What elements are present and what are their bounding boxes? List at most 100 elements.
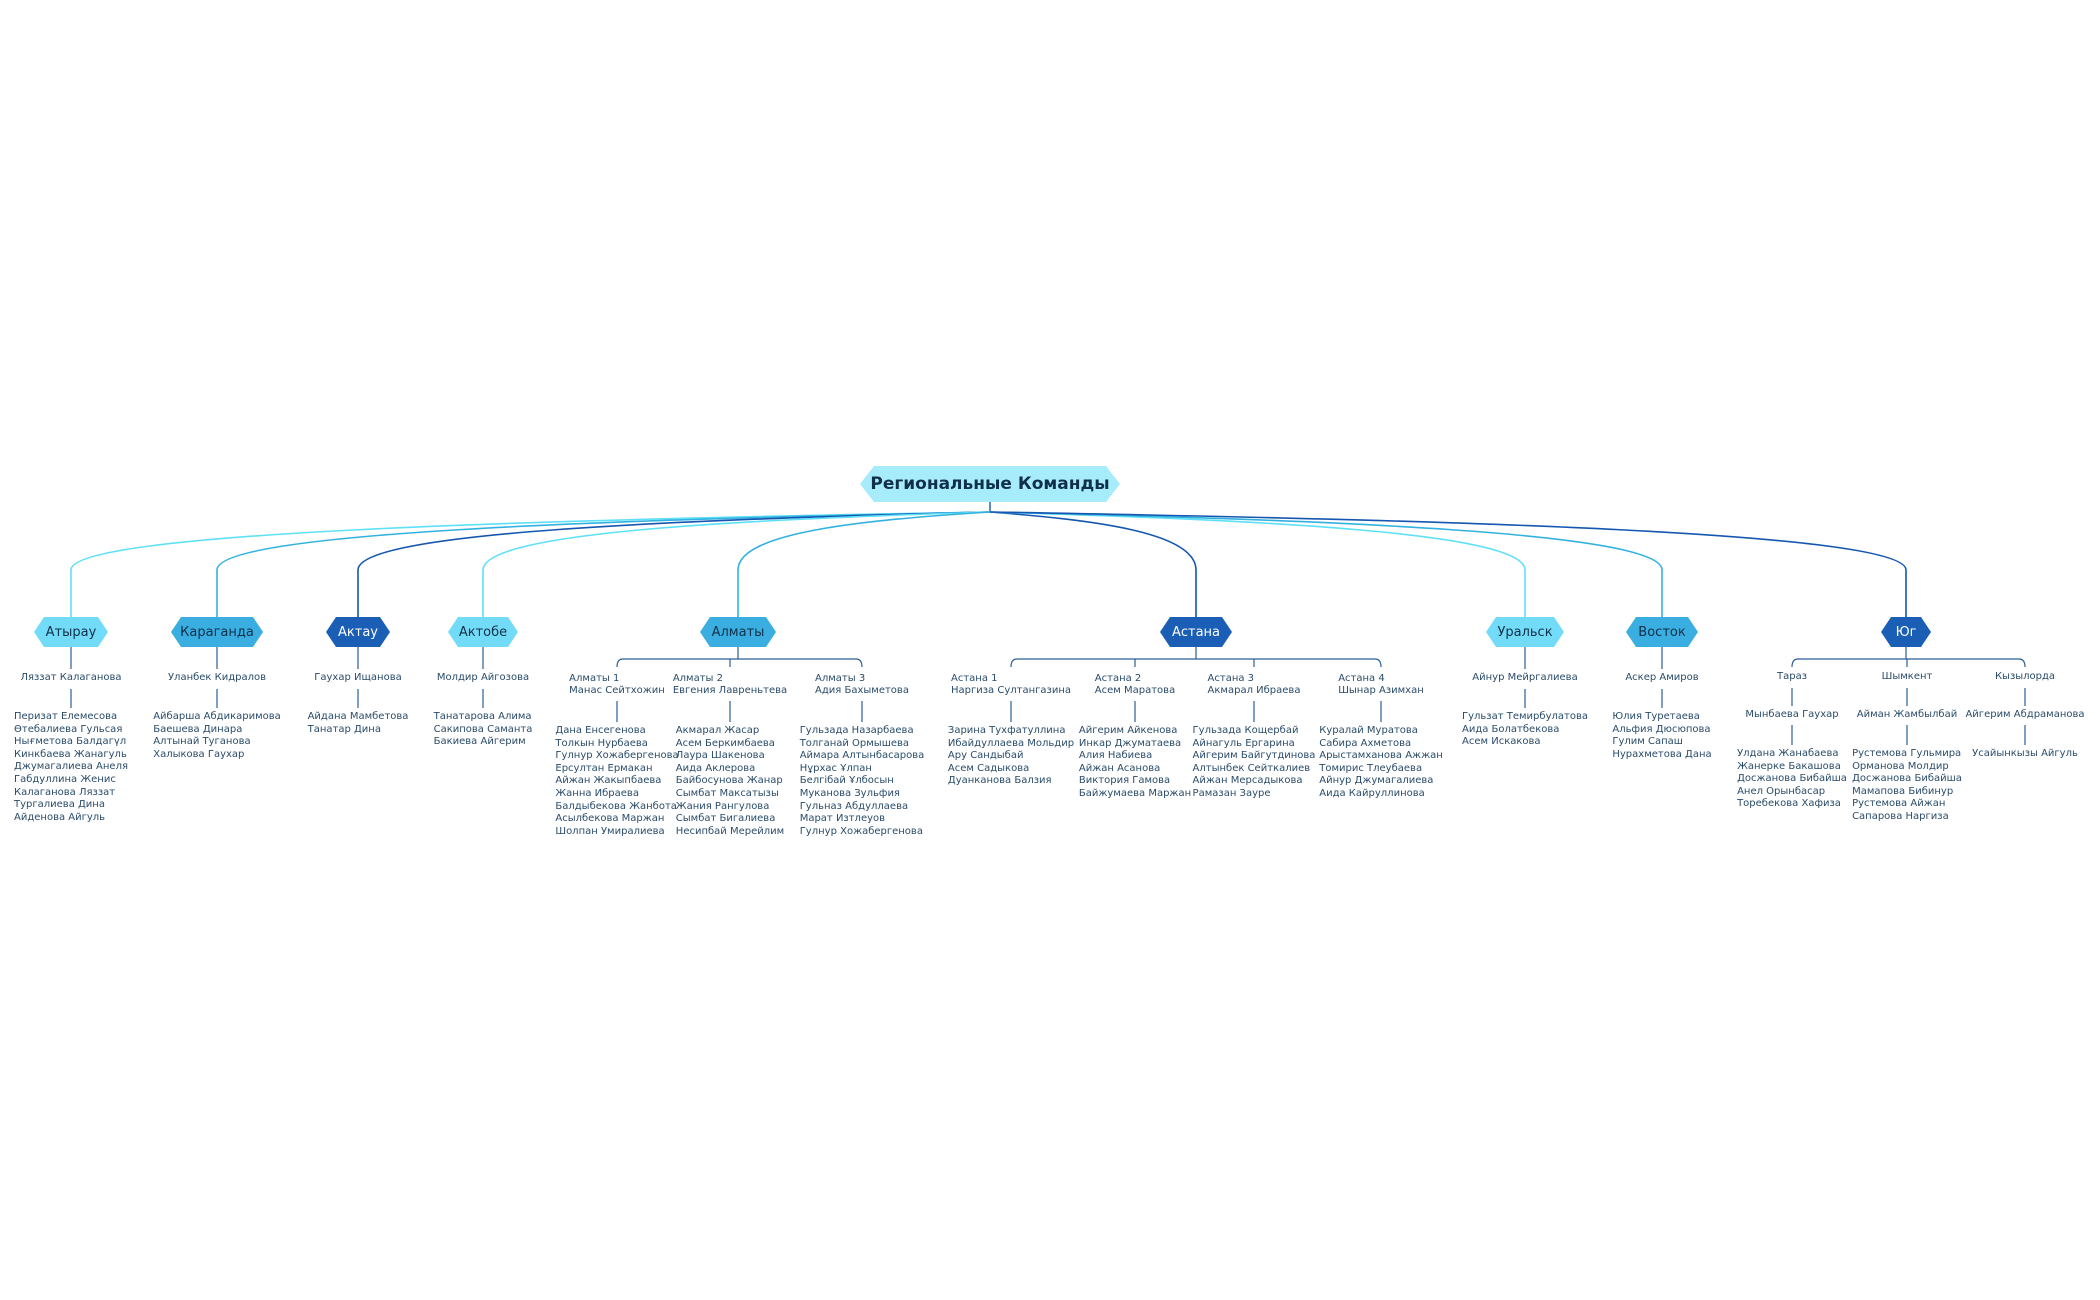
branch-connector bbox=[989, 511, 1907, 617]
member-name: Ибайдуллаева Мольдир bbox=[947, 737, 1075, 749]
branch-node[interactable]: Уральск bbox=[1486, 617, 1564, 647]
member-name: Марат Изтлеуов bbox=[799, 813, 886, 825]
subteam-lead-label: Евгения Лавреньтева bbox=[672, 685, 788, 696]
member-name: Айжан Жакыпбаева bbox=[555, 775, 662, 787]
member-name: Ару Сандыбай bbox=[947, 750, 1024, 762]
branch-node[interactable]: Караганда bbox=[171, 617, 263, 647]
member-name: Досжанова Бибайша bbox=[1737, 773, 1847, 785]
member-name: Акмарал Жасар bbox=[675, 725, 760, 736]
member-name: Сакипова Саманта bbox=[433, 723, 533, 735]
branch-node[interactable]: Актау bbox=[326, 617, 390, 647]
branch-connector bbox=[989, 511, 1197, 617]
member-name: Алтынбек Сейткалиев bbox=[1192, 762, 1311, 774]
member-name: Халыкова Гаухар bbox=[153, 748, 245, 760]
subteam-title: Астана 1 bbox=[950, 673, 998, 684]
branch-connector bbox=[357, 511, 991, 617]
member-name: Гульзада Кощербай bbox=[1192, 725, 1299, 736]
member-name: Айбарша Абдикаримова bbox=[153, 711, 281, 722]
member-name: Мамапова Бибинур bbox=[1852, 785, 1954, 797]
member-name: Танатарова Алима bbox=[433, 711, 532, 722]
member-name: Жанна Ибраева bbox=[555, 787, 639, 799]
member-name: Рустемова Гульмира bbox=[1852, 748, 1962, 759]
member-name: Альфия Дюсюпова bbox=[1612, 723, 1711, 735]
member-name: Несипбай Мерейлим bbox=[675, 825, 785, 837]
team-lead-label: Гаухар Ищанова bbox=[314, 672, 402, 683]
branch-connector bbox=[989, 511, 1663, 617]
subteam-title: Астана 3 bbox=[1207, 673, 1255, 684]
branch-connector bbox=[70, 511, 991, 617]
branch-node[interactable]: Алматы bbox=[700, 617, 776, 647]
member-name: Айнагуль Ергарина bbox=[1192, 737, 1295, 749]
branch-node[interactable]: Актобе bbox=[448, 617, 518, 647]
branch-node[interactable]: Юг bbox=[1881, 617, 1931, 647]
member-name: Жания Рангулова bbox=[675, 800, 770, 812]
subteam-lead-label: Мынбаева Гаухар bbox=[1745, 709, 1839, 720]
member-name: Зарина Тухфатуллина bbox=[947, 725, 1066, 736]
member-name: Айнур Джумагалиева bbox=[1319, 775, 1434, 787]
branch-node[interactable]: Атырау bbox=[34, 617, 108, 647]
member-name: Улдана Жанабаева bbox=[1737, 748, 1839, 759]
member-name: Өтебалиева Гульсая bbox=[14, 723, 123, 735]
subteam-lead-label: Адия Бахыметова bbox=[815, 685, 909, 696]
member-name: Рустемова Айжан bbox=[1852, 798, 1946, 810]
member-name: Сымбат Бигалиева bbox=[675, 813, 776, 825]
subteam-lead-label: Наргиза Султангазина bbox=[950, 685, 1072, 696]
member-name: Балдыбекова Жанбота bbox=[555, 800, 677, 812]
member-name: Жанерке Бакашова bbox=[1737, 760, 1841, 772]
member-name: Куралай Муратова bbox=[1319, 725, 1418, 736]
member-name: Нұрхас Ұлпан bbox=[799, 762, 872, 774]
subteam-title: Астана 2 bbox=[1094, 673, 1142, 684]
member-name: Аида Аклерова bbox=[675, 762, 756, 774]
member-name: Алия Набиева bbox=[1078, 750, 1153, 762]
member-name: Орманова Молдир bbox=[1852, 760, 1949, 772]
member-name: Юлия Туретаева bbox=[1612, 711, 1700, 722]
member-name: Гульзат Темирбулатова bbox=[1462, 711, 1588, 722]
subteam-title: Алматы 3 bbox=[815, 673, 866, 684]
subteam-lead-label: Асем Маратова bbox=[1094, 685, 1176, 696]
team-lead-label: Аскер Амиров bbox=[1625, 672, 1699, 683]
member-name: Аида Кайруллинова bbox=[1319, 787, 1425, 799]
root-topic-node[interactable]: Региональные Команды bbox=[860, 466, 1120, 502]
subteam-lead-label: Акмарал Ибраева bbox=[1207, 685, 1301, 696]
team-lead-label: Айнур Мейргалиева bbox=[1472, 672, 1578, 683]
member-name: Сапарова Наргиза bbox=[1852, 810, 1949, 822]
member-name: Аймара Алтынбасарова bbox=[799, 750, 925, 762]
member-name: Айденова Айгуль bbox=[14, 811, 106, 823]
member-name: Габдуллина Женис bbox=[14, 773, 116, 785]
subteam-bus bbox=[1791, 658, 2026, 668]
member-name: Нығметова Балдагүл bbox=[14, 736, 127, 748]
member-name: Аида Болатбекова bbox=[1462, 723, 1560, 735]
member-name: Досжанова Бибайша bbox=[1852, 773, 1962, 785]
member-name: Бакиева Айгерим bbox=[433, 736, 526, 748]
branch-node[interactable]: Астана bbox=[1160, 617, 1232, 647]
branch-node[interactable]: Восток bbox=[1626, 617, 1698, 647]
member-name: Гулнур Хожабергенова bbox=[555, 750, 679, 762]
member-list: Усайынкызы Айгуль bbox=[1972, 748, 2078, 761]
member-name: Алтынай Туганова bbox=[153, 736, 251, 748]
member-name: Кинкбаева Жанагуль bbox=[14, 748, 127, 760]
member-name: Гульназ Абдуллаева bbox=[799, 800, 909, 812]
subteam-lead-label: Манас Сейтхожин bbox=[569, 685, 665, 696]
team-lead-label: Уланбек Кидралов bbox=[167, 672, 267, 683]
member-name: Ерсултан Ермакан bbox=[555, 762, 653, 774]
member-name: Айжан Асанова bbox=[1078, 762, 1161, 774]
member-name: Белгібай Ұлбосын bbox=[799, 775, 894, 787]
subteam-title: Шымкент bbox=[1881, 671, 1933, 682]
